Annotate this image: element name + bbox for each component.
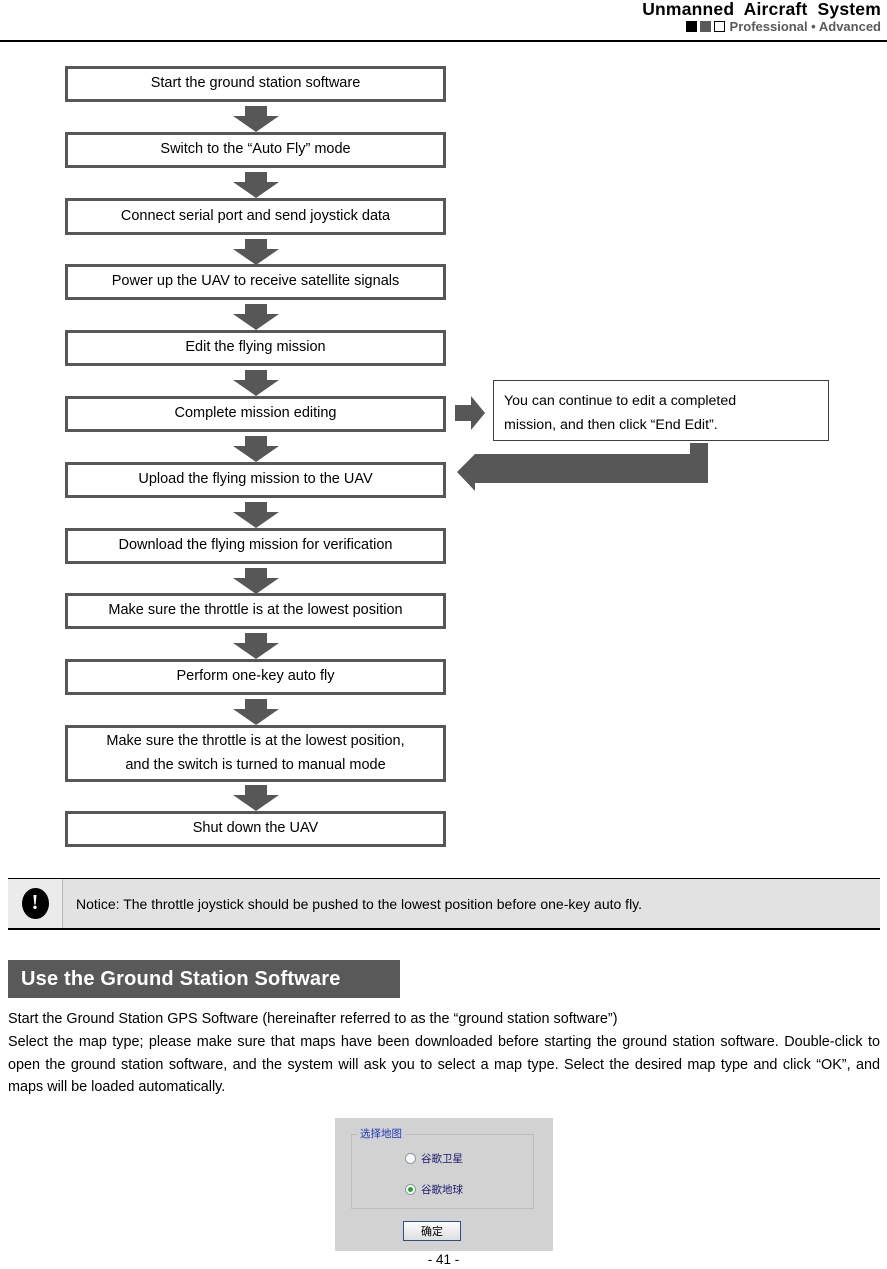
flow-step-11: Make sure the throttle is at the lowest …	[65, 725, 446, 782]
ok-button[interactable]: 确定	[403, 1221, 461, 1241]
flow-note-line1: You can continue to edit a completed	[504, 393, 737, 409]
radio-option-google-satellite-label: 谷歌卫星	[421, 1153, 463, 1165]
flow-step-1: Start the ground station software	[65, 66, 446, 102]
flow-step-7-label: Upload the flying mission to the UAV	[138, 471, 373, 488]
flow-step-6: Complete mission editing	[65, 396, 446, 432]
flow-step-1-label: Start the ground station software	[150, 75, 361, 92]
flow-arrow-8	[233, 568, 279, 594]
flow-note-line2: mission, and then click “End Edit”.	[504, 417, 718, 434]
flowchart: Start the ground station software Switch…	[65, 66, 829, 847]
flow-step-10-label: Perform one-key auto fly	[176, 668, 335, 685]
flow-step-3-label: Connect serial port and send joystick da…	[120, 207, 391, 224]
flow-step-5: Edit the flying mission	[65, 330, 446, 366]
section-heading-text: Use the Ground Station Software	[21, 967, 341, 990]
page-title: Unmanned Aircraft System	[642, 0, 881, 19]
flow-feedback-arrow	[455, 443, 713, 491]
flow-step-4: Power up the UAV to receive satellite si…	[65, 264, 446, 300]
header-subtitle: Professional • Advanced	[729, 19, 881, 34]
flow-arrow-11	[233, 785, 279, 811]
notice-bar: ! Notice: The throttle joystick should b…	[8, 878, 880, 930]
flow-step-12: Shut down the UAV	[65, 811, 446, 847]
radio-option-google-satellite[interactable]: 谷歌卫星	[405, 1151, 463, 1166]
notice-text: Notice: The throttle joystick should be …	[63, 879, 880, 928]
flow-step-9: Make sure the throttle is at the lowest …	[65, 593, 446, 629]
square-black-icon	[685, 21, 697, 32]
section-heading-bar: Use the Ground Station Software	[8, 960, 400, 998]
flow-step-4-label: Power up the UAV to receive satellite si…	[111, 273, 400, 290]
body-copy: Start the Ground Station GPS Software (h…	[8, 1008, 880, 1099]
flow-step-6-label: Complete mission editing	[174, 405, 337, 422]
flow-step-7: Upload the flying mission to the UAV	[65, 462, 446, 498]
body-paragraph-1: Start the Ground Station GPS Software (h…	[8, 1011, 618, 1027]
exclamation-icon: !	[21, 888, 49, 919]
page-footer: - 41 -	[427, 1252, 460, 1267]
flow-step-11-label-line1: Make sure the throttle is at the lowest …	[106, 733, 405, 750]
flow-step-2-label: Switch to the “Auto Fly” mode	[160, 141, 351, 158]
header-rule	[0, 40, 887, 43]
radio-icon-unselected[interactable]	[405, 1153, 416, 1164]
flow-step-5-label: Edit the flying mission	[185, 339, 326, 356]
flow-arrow-9	[233, 633, 279, 659]
square-white-outline-icon	[713, 21, 725, 32]
radio-icon-selected[interactable]	[405, 1184, 416, 1195]
radio-option-google-earth[interactable]: 谷歌地球	[405, 1182, 463, 1197]
flow-note-callout: You can continue to edit a completed mis…	[493, 380, 829, 441]
flow-arrow-5	[233, 370, 279, 396]
flow-step-9-label: Make sure the throttle is at the lowest …	[108, 602, 403, 619]
flow-arrow-2	[233, 172, 279, 198]
flow-arrow-10	[233, 699, 279, 725]
flow-step-10: Perform one-key auto fly	[65, 659, 446, 695]
map-type-dialog-screenshot: 选择地图 谷歌卫星 谷歌地球 确定	[335, 1118, 553, 1251]
body-paragraph-2: Select the map type; please make sure th…	[8, 1033, 880, 1096]
flow-arrow-4	[233, 304, 279, 330]
flow-step-3: Connect serial port and send joystick da…	[65, 198, 446, 235]
header-subtitle-group: Professional • Advanced	[685, 19, 881, 34]
flow-step-8: Download the flying mission for verifica…	[65, 528, 446, 564]
flow-arrow-3	[233, 239, 279, 265]
flow-step-12-label: Shut down the UAV	[192, 820, 319, 837]
map-select-groupbox-label: 选择地图	[357, 1126, 405, 1141]
flow-arrow-6	[233, 436, 279, 462]
page-header: Unmanned Aircraft System Professional • …	[0, 0, 887, 43]
flow-step-8-label: Download the flying mission for verifica…	[118, 537, 393, 554]
notice-icon-cell: !	[8, 879, 63, 928]
square-gray-icon	[699, 21, 711, 32]
flow-step-11-label-line2: and the switch is turned to manual mode	[125, 756, 386, 773]
flow-arrow-1	[233, 106, 279, 132]
flow-step-2: Switch to the “Auto Fly” mode	[65, 132, 446, 168]
note-pointer-arrow	[455, 396, 485, 430]
radio-option-google-earth-label: 谷歌地球	[421, 1184, 463, 1196]
flow-arrow-7	[233, 502, 279, 528]
map-select-groupbox	[351, 1134, 534, 1209]
